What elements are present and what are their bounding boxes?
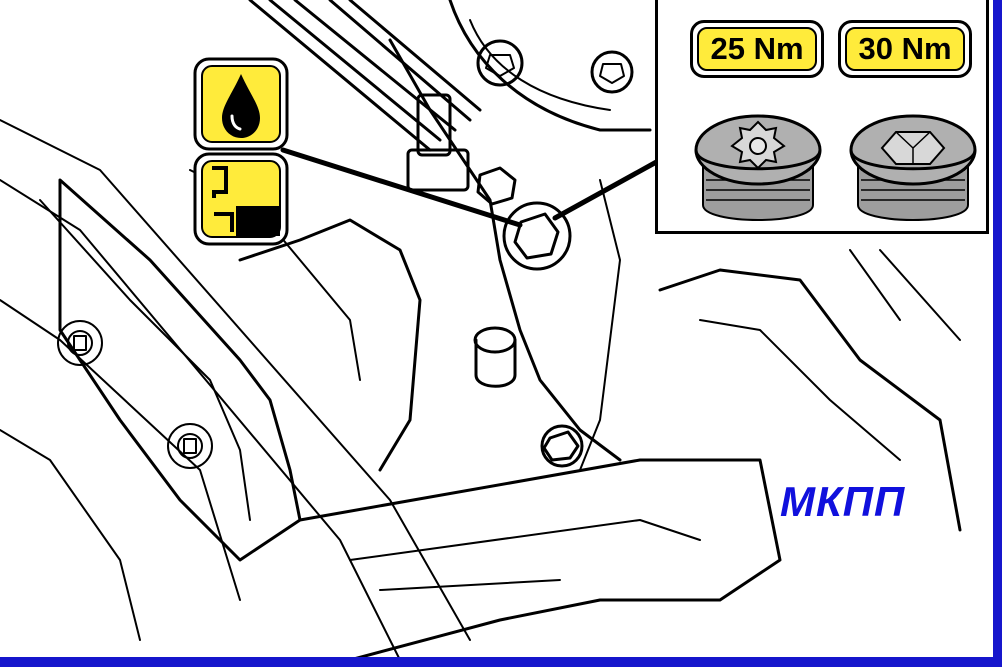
lower-bolt [540,424,584,468]
pointer-line-b [552,157,663,221]
cable-bundle [248,0,482,152]
housing-bolt-upper [476,39,634,94]
torque-badge-30: 30 Nm [838,20,972,78]
housing-top-inner [469,19,611,111]
plug-socket-drive-illustration [694,114,822,221]
small-bolt [476,166,517,206]
pointer-line-a [280,147,523,228]
right-lines [849,249,961,341]
oil-drop-icon [193,57,289,151]
left-bottom-block [238,218,422,472]
filler-plug [502,201,572,271]
lower-diagonal [0,299,241,641]
oil-level-icon [193,152,289,246]
crossmember-inner [349,519,701,591]
left-rail [0,119,471,661]
right-housing-inner [699,319,901,461]
plug-illustrations [694,114,977,221]
frame-border-right [993,0,1002,667]
cable-clip [416,93,452,157]
crossmember [298,458,782,662]
cable-clip-lower [406,148,470,192]
oil-icons-group [193,57,289,246]
torque-badge-25: 25 Nm [690,20,824,78]
drain-tube [473,326,517,388]
housing-right [579,179,621,471]
screw-upper-left [57,320,103,366]
left-bracket-inner [39,199,251,521]
housing-body [388,38,622,462]
frame-border-bottom [0,657,1002,667]
plug-hex-socket-illustration [849,114,977,221]
torque-label-25: 25 Nm [697,27,817,71]
right-housing [658,268,962,532]
torque-label-30: 30 Nm [845,27,965,71]
transmission-caption: МКПП [780,478,906,525]
screw-lower-left [167,423,213,469]
